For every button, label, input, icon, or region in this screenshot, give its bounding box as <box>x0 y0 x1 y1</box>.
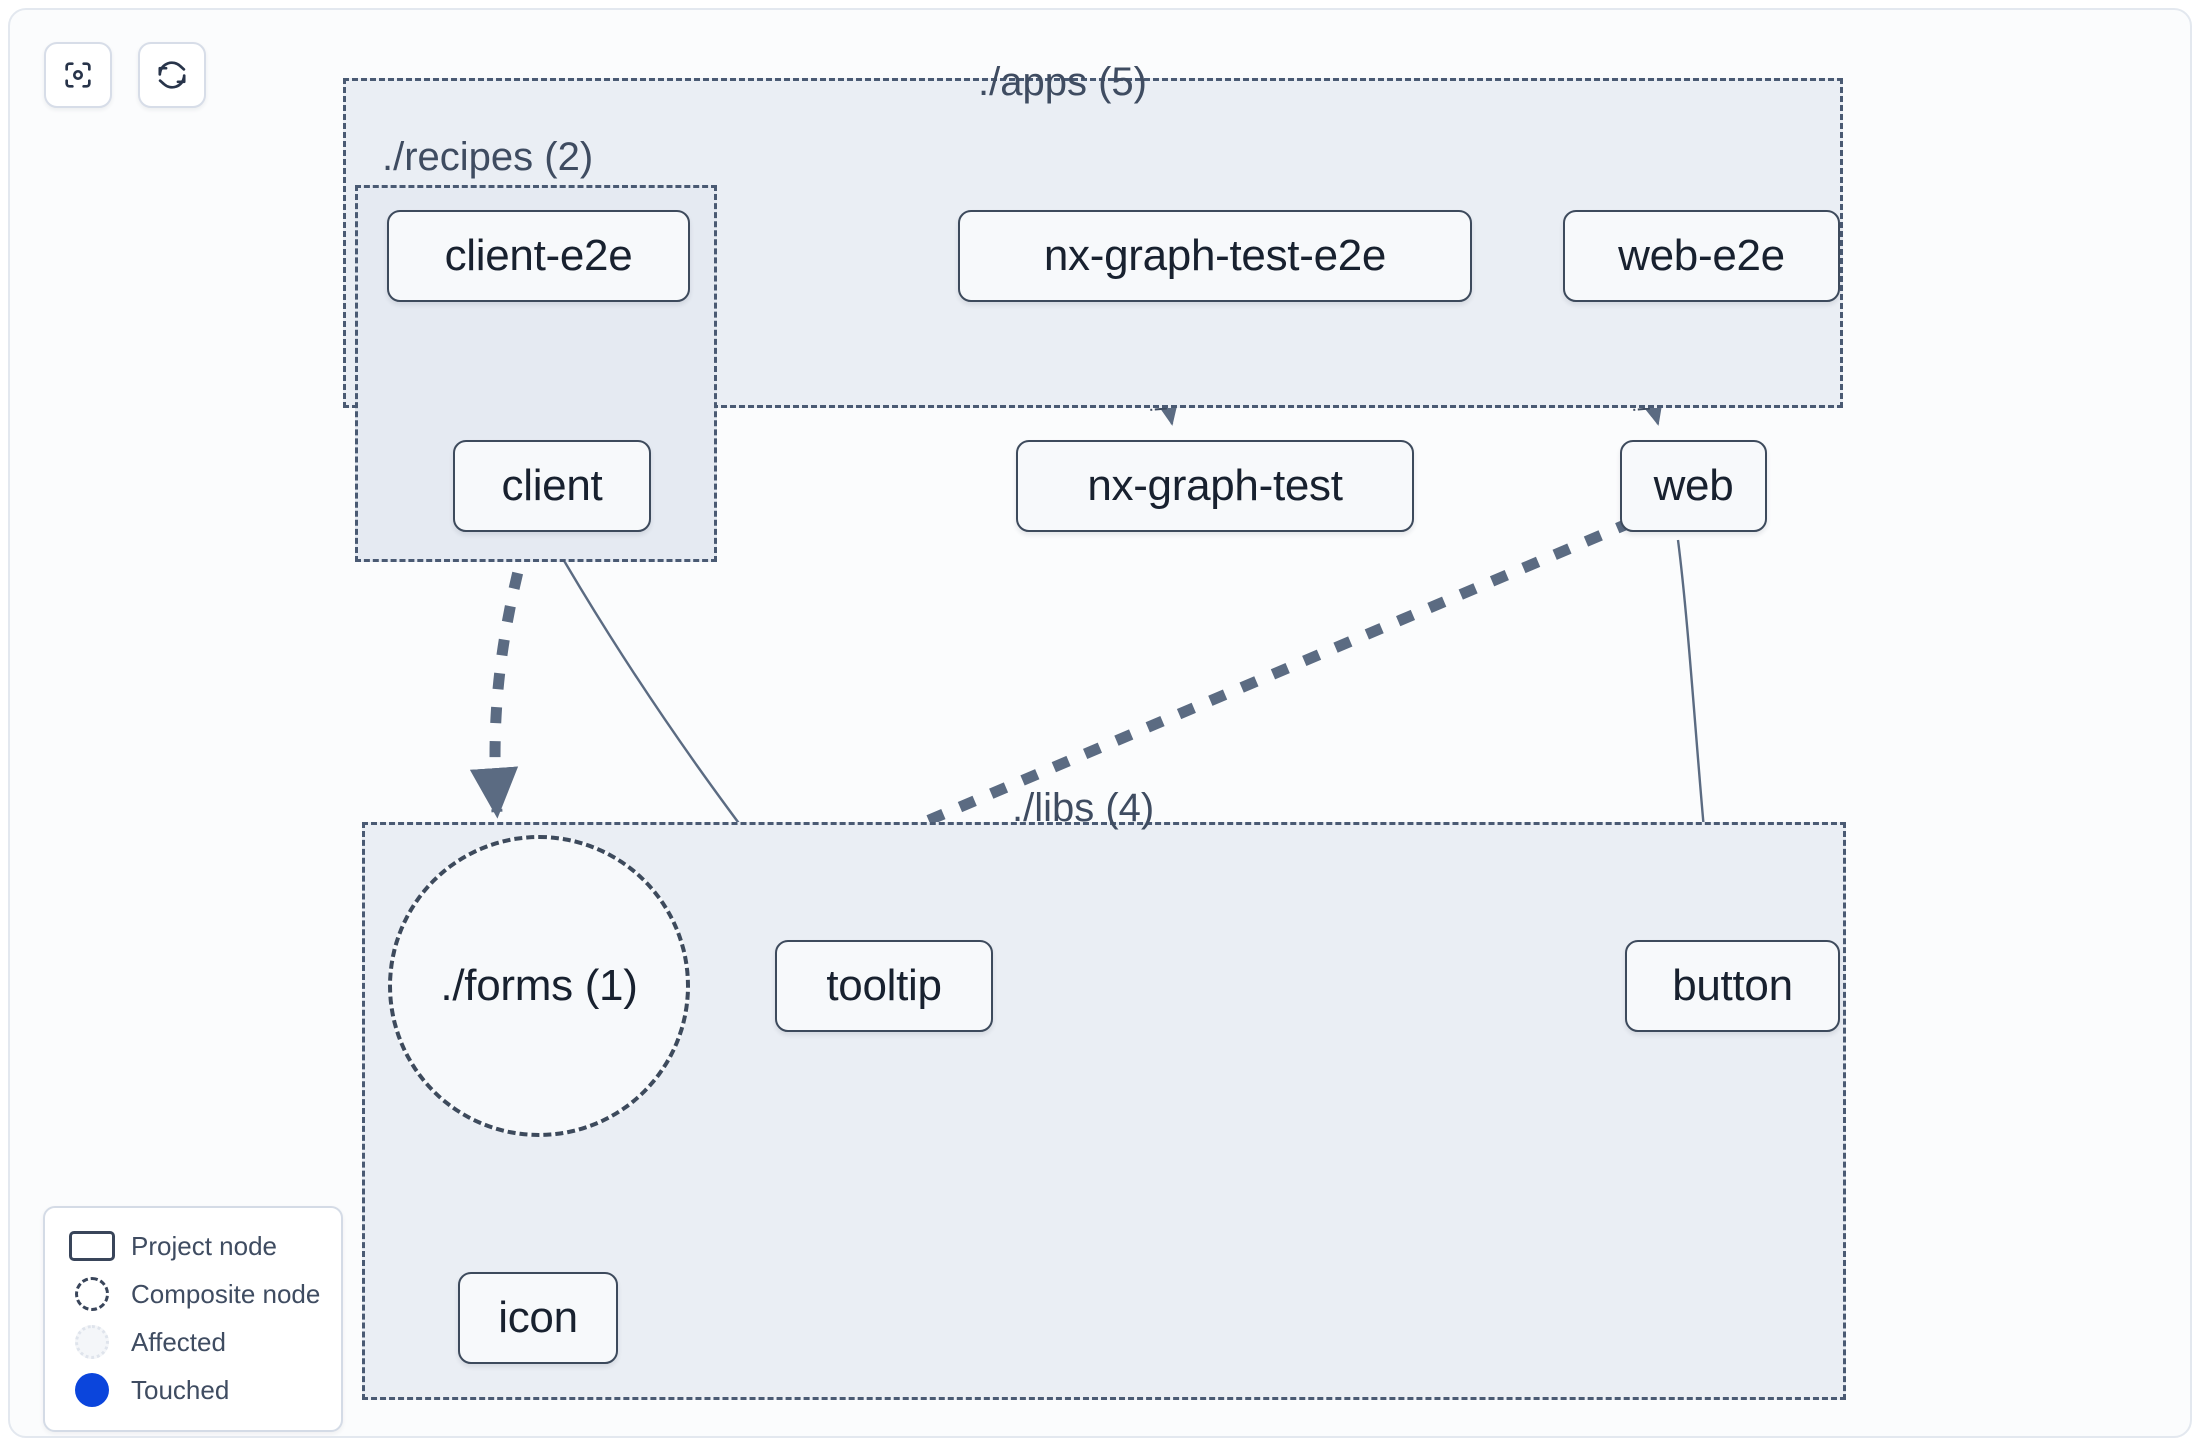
touched-swatch <box>61 1373 123 1407</box>
node-web-e2e[interactable]: web-e2e <box>1563 210 1840 302</box>
legend-item-project-node: Project node <box>61 1222 325 1270</box>
legend-label-affected: Affected <box>131 1326 226 1357</box>
node-web[interactable]: web <box>1620 440 1767 532</box>
graph-canvas[interactable]: ./apps (5) ./recipes (2) ./libs (4) impl… <box>10 10 2190 1436</box>
focus-target-icon <box>61 58 95 92</box>
node-button[interactable]: button <box>1625 940 1840 1032</box>
node-forms[interactable]: ./forms (1) <box>388 835 690 1137</box>
group-libs-label: ./libs (4) <box>1012 786 1155 830</box>
group-recipes-label: ./recipes (2) <box>382 135 594 179</box>
affected-swatch <box>61 1325 123 1359</box>
legend-label-touched: Touched <box>131 1374 230 1405</box>
focus-graph-button[interactable] <box>44 42 112 108</box>
legend-item-composite-node: Composite node <box>61 1270 325 1318</box>
node-client-e2e[interactable]: client-e2e <box>387 210 690 302</box>
group-apps-label: ./apps (5) <box>978 60 1147 104</box>
legend-item-affected: Affected <box>61 1318 325 1366</box>
legend-item-touched: Touched <box>61 1366 325 1414</box>
edge-client-to-forms <box>469 538 532 819</box>
refresh-graph-button[interactable] <box>138 42 206 108</box>
graph-legend: Project node Composite node Affected Tou… <box>43 1206 343 1432</box>
legend-label-composite-node: Composite node <box>131 1278 321 1309</box>
node-icon[interactable]: icon <box>458 1272 618 1364</box>
graph-page-card: ./apps (5) ./recipes (2) ./libs (4) impl… <box>8 8 2192 1438</box>
node-nx-graph-test[interactable]: nx-graph-test <box>1016 440 1414 532</box>
project-node-swatch <box>61 1231 123 1261</box>
node-tooltip[interactable]: tooltip <box>775 940 993 1032</box>
composite-node-swatch <box>61 1277 123 1311</box>
node-client[interactable]: client <box>453 440 651 532</box>
graph-toolbar <box>44 42 206 108</box>
legend-label-project-node: Project node <box>131 1230 277 1261</box>
node-nx-graph-test-e2e[interactable]: nx-graph-test-e2e <box>958 210 1472 302</box>
refresh-icon <box>155 58 189 92</box>
